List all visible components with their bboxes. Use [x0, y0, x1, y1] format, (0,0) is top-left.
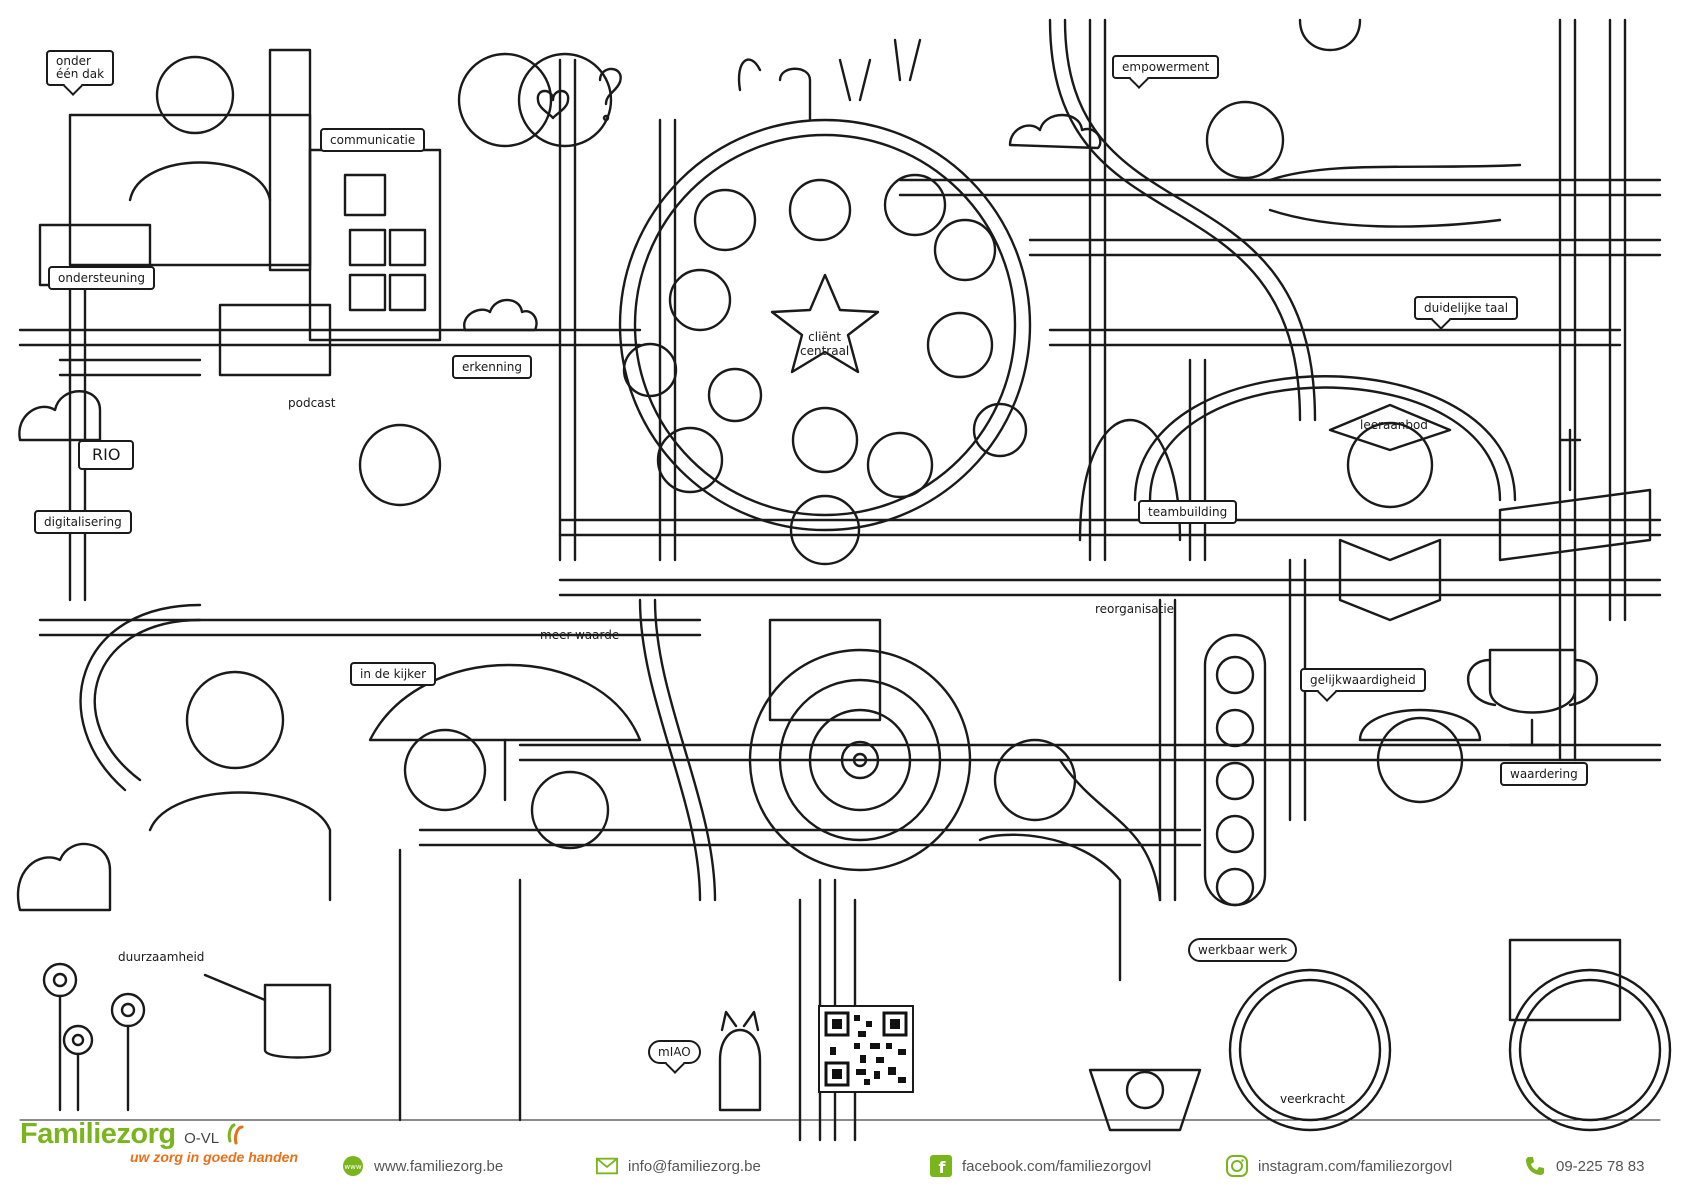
label-empowerment: empowerment — [1112, 55, 1220, 79]
instagram-icon — [1226, 1155, 1248, 1177]
facebook-icon: f — [930, 1155, 952, 1177]
label-onder-een-dak: onder één dak — [46, 50, 115, 86]
chessboard — [1498, 428, 1652, 562]
brand-logo[interactable]: Familiezorg O-VL uw zorg in goede handen — [20, 1118, 298, 1165]
label-leeraanbod: leeraanbod — [1360, 418, 1428, 432]
contact-website-text: www.familiezorg.be — [374, 1157, 504, 1175]
label-duurzaamheid: duurzaamheid — [118, 950, 205, 964]
hand-icon — [224, 1123, 250, 1147]
label-erkenning: erkenning — [452, 355, 532, 379]
label-communicatie: communicatie — [320, 128, 426, 152]
trophy-icon — [1466, 648, 1599, 747]
central-circle — [618, 118, 1032, 532]
label-in-de-kijker: in de kijker — [350, 662, 437, 686]
label-teambuilding: teambuilding — [1138, 500, 1238, 524]
globe-icon: www — [342, 1155, 364, 1177]
label-digitalisering: digitalisering — [34, 510, 132, 534]
cloud — [16, 113, 1102, 912]
contact-facebook[interactable]: f facebook.com/familiezorgovl — [930, 1155, 1151, 1177]
target-icon — [748, 648, 972, 872]
mail-icon — [596, 1155, 618, 1177]
brand-tagline: uw zorg in goede handen — [130, 1149, 298, 1165]
svg-text:www: www — [344, 1163, 361, 1171]
brand-suffix: O-VL — [184, 1130, 220, 1147]
brand-name: Familiezorg — [20, 1118, 176, 1150]
raised-hands — [737, 38, 922, 122]
qr-code[interactable] — [818, 1005, 914, 1093]
contact-facebook-text: facebook.com/familiezorgovl — [962, 1157, 1152, 1175]
contact-website[interactable]: www www.familiezorg.be — [342, 1155, 503, 1177]
signal-column — [1203, 633, 1267, 907]
label-miao: mIAO — [648, 1040, 701, 1064]
building — [38, 48, 442, 377]
label-rio: RIO — [78, 440, 135, 470]
svg-text:f: f — [939, 1158, 947, 1177]
phone-icon — [1524, 1155, 1546, 1177]
contact-phone[interactable]: 09-225 78 83 — [1524, 1155, 1644, 1177]
flowers — [42, 962, 146, 1112]
contact-email[interactable]: info@familiezorg.be — [596, 1155, 761, 1177]
heart-bubble — [457, 52, 622, 148]
contact-phone-text: 09-225 78 83 — [1556, 1157, 1645, 1175]
cat — [718, 1010, 762, 1112]
label-client-centraal: cliënt centraal — [800, 330, 850, 358]
label-reorganisatie: reorganisatie — [1095, 602, 1175, 616]
wheelbarrow — [1088, 1068, 1202, 1132]
label-gelijkwaardigheid: gelijkwaardigheid — [1300, 668, 1426, 692]
label-meer-waarde: meer-waarde — [540, 628, 620, 642]
label-veerkracht: veerkracht — [1280, 1092, 1345, 1106]
watering-can — [203, 973, 332, 1059]
label-waardering: waardering — [1500, 762, 1588, 786]
pipe-network — [18, 18, 1662, 1142]
contact-instagram-text: instagram.com/familiezorgovl — [1258, 1157, 1453, 1175]
label-podcast: podcast — [288, 396, 336, 410]
contact-email-text: info@familiezorg.be — [628, 1157, 761, 1175]
label-ondersteuning: ondersteuning — [48, 266, 155, 290]
people — [128, 55, 1672, 1132]
contact-instagram[interactable]: instagram.com/familiezorgovl — [1226, 1155, 1452, 1177]
label-duidelijke-taal: duidelijke taal — [1414, 296, 1519, 320]
label-werkbaar-werk: werkbaar werk — [1188, 938, 1298, 962]
